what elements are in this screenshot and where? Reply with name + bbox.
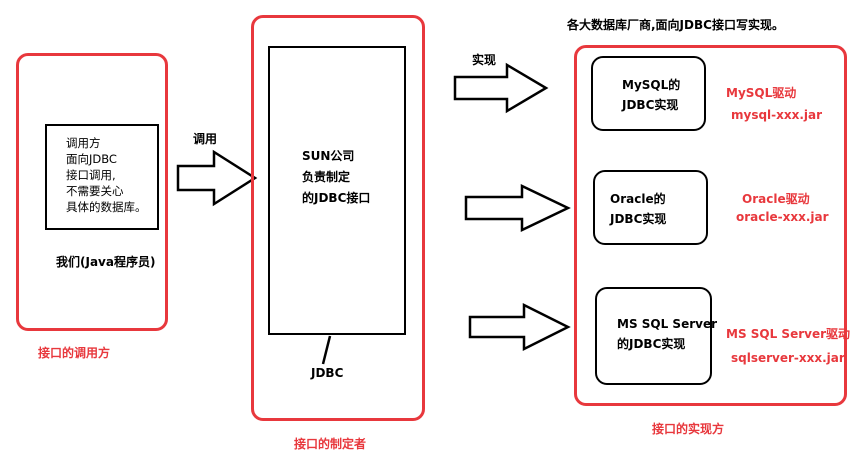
implement-label: 实现 <box>472 53 497 67</box>
sqlserver-impl-box <box>595 287 712 385</box>
mysql-impl-text: MySQL的 JDBC实现 <box>622 78 681 112</box>
mysql-driver-label: MySQL驱动 <box>726 86 797 100</box>
implementors-top-note: 各大数据库厂商,面向JDBC接口写实现。 <box>567 18 784 32</box>
spec-box <box>268 46 406 335</box>
implementors-section <box>574 45 847 406</box>
implement-arrow-sqlserver <box>468 302 571 352</box>
call-arrow <box>176 149 258 207</box>
sqlserver-impl-text: MS SQL Server 的JDBC实现 <box>617 317 718 351</box>
mysql-jar-label: mysql-xxx.jar <box>731 108 823 122</box>
oracle-impl-text: Oracle的 JDBC实现 <box>610 192 667 226</box>
spec-section <box>251 15 425 421</box>
call-label: 调用 <box>193 132 218 146</box>
spec-box-text: SUN公司 负责制定 的JDBC接口 <box>302 149 371 205</box>
caller-section-label: 接口的调用方 <box>38 346 111 360</box>
oracle-impl-box <box>593 170 708 245</box>
spec-section-label: 接口的制定者 <box>294 437 367 451</box>
implement-arrow-oracle <box>464 184 571 232</box>
mysql-impl-box <box>591 56 706 131</box>
oracle-driver-label: Oracle驱动 <box>742 192 810 206</box>
caller-who-label: 我们(Java程序员) <box>56 255 156 269</box>
caller-section <box>16 53 168 331</box>
sqlserver-driver-label: MS SQL Server驱动 <box>726 327 851 341</box>
implementors-section-label: 接口的实现方 <box>652 422 725 436</box>
implement-arrow-mysql <box>453 62 549 114</box>
jdbc-pointer-line <box>321 335 332 365</box>
sqlserver-jar-label: sqlserver-xxx.jar <box>731 351 845 365</box>
oracle-jar-label: oracle-xxx.jar <box>736 210 829 224</box>
caller-box <box>45 124 159 230</box>
caller-box-text: 调用方 面向JDBC 接口调用, 不需要关心 具体的数据库。 <box>66 136 147 214</box>
jdbc-label: JDBC <box>311 366 344 380</box>
